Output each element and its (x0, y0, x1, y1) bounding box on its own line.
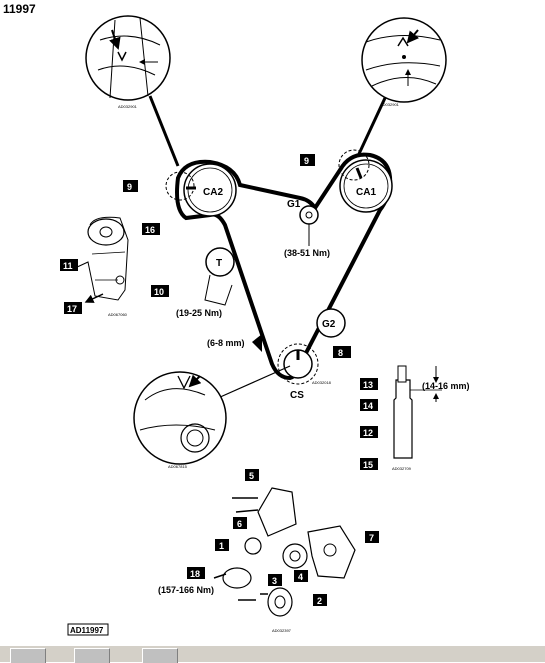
mark-circle (165, 171, 195, 201)
callout-5: 5 (249, 471, 254, 481)
callout-11: 11 (63, 261, 73, 271)
callout-6: 6 (237, 519, 242, 529)
belt-deflection: (6-8 mm) (207, 338, 245, 348)
callout-15: 15 (363, 460, 373, 470)
detail-inset-camshaft-right: AD032901 (361, 17, 447, 107)
ca1-label: CA1 (356, 187, 376, 198)
callout-2: 2 (317, 596, 322, 606)
ref-code: AD032709 (392, 466, 412, 471)
callout-7: 7 (369, 533, 374, 543)
callout-10: 10 (154, 287, 164, 297)
detail-tensioner-rod: (14-16 mm) AD032709 (392, 365, 470, 471)
callout-boxes (60, 154, 379, 606)
callout-9: 9 (304, 156, 309, 166)
ref-code: AD032018 (312, 380, 332, 385)
callout-3: 3 (272, 576, 277, 586)
callout-8: 8 (338, 348, 343, 358)
idler-pulley-g2: G2 (316, 308, 346, 338)
bottom-toolbar (0, 645, 545, 663)
callout-4: 4 (298, 572, 303, 582)
callout-16: 16 (145, 225, 155, 235)
timing-belt-diagram: AD032901 AD032901 CA2 CA1 G1 (38-51 Nm) (60, 15, 470, 636)
ref-code: AD032901 (118, 104, 138, 109)
g1-torque: (38-51 Nm) (284, 248, 330, 258)
ref-code: AD067815 (168, 464, 188, 469)
ref-code: AD032397 (272, 628, 292, 633)
callout-1: 1 (219, 541, 224, 551)
mark-circle (338, 149, 370, 181)
idler-pulley-g1: G1 (38-51 Nm) (284, 199, 330, 258)
print-icon[interactable] (10, 648, 46, 663)
callout-14: 14 (363, 401, 373, 411)
tensioner-pulley: T (19-25 Nm) (176, 247, 235, 318)
ref-code: AD032901 (380, 102, 400, 107)
document-icon[interactable] (142, 648, 178, 663)
tensioner-torque: (19-25 Nm) (176, 308, 222, 318)
leader-line (356, 97, 387, 157)
detail-inset-camshaft-left: AD032901 (85, 15, 171, 109)
crank-bolt-torque: (157-166 Nm) (158, 585, 214, 595)
exploded-parts-view: AD032397 (213, 487, 356, 633)
leader-line (148, 95, 180, 167)
detail-tensioner-assembly: AD067060 (74, 216, 129, 317)
ca2-label: CA2 (203, 187, 223, 198)
footer-ref: AD11997 (70, 626, 104, 635)
crankshaft-pulley: CS AD032018 (277, 343, 332, 401)
g1-label: G1 (287, 199, 301, 210)
ref-code: AD067060 (108, 312, 128, 317)
callout-12: 12 (363, 428, 373, 438)
callout-13: 13 (363, 380, 373, 390)
rod-length-spec: (14-16 mm) (422, 381, 470, 391)
zoom-icon[interactable] (74, 648, 110, 663)
deflection-arrow (252, 334, 262, 352)
document-number: 11997 (3, 2, 36, 16)
callout-17: 17 (67, 304, 77, 314)
camshaft-pulley-ca2: CA2 (183, 163, 237, 217)
tensioner-label: T (216, 258, 222, 269)
g2-label: G2 (322, 319, 336, 330)
callout-9: 9 (127, 182, 132, 192)
callout-numbers: 9 9 16 11 10 17 8 13 14 12 15 5 6 7 1 4 … (63, 156, 374, 606)
camshaft-pulley-ca1: CA1 (339, 159, 393, 213)
detail-inset-crankshaft: AD067815 (133, 365, 291, 469)
footer-ref-box (67, 623, 109, 636)
cs-label: CS (290, 390, 304, 401)
callout-18: 18 (190, 569, 200, 579)
